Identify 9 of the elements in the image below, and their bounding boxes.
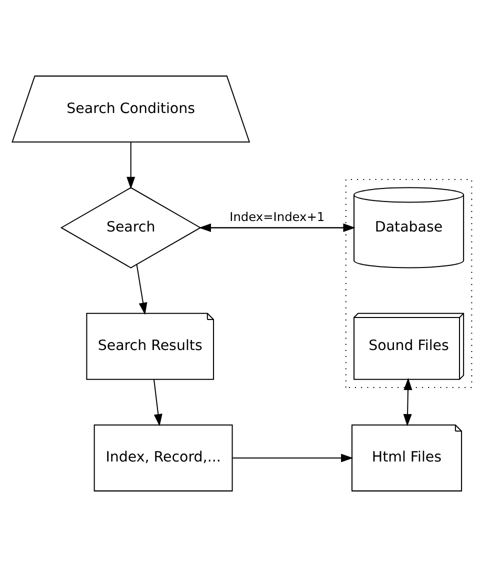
arrow (136, 264, 148, 314)
node-diamond: Search (60, 186, 202, 268)
arrow (403, 377, 412, 426)
arrow (232, 453, 354, 462)
edge-label: Index=Index+1 (230, 210, 325, 224)
node-box: Index, Record,... (94, 424, 233, 491)
arrow (126, 142, 136, 189)
cluster (345, 178, 472, 388)
arrow (153, 378, 162, 426)
